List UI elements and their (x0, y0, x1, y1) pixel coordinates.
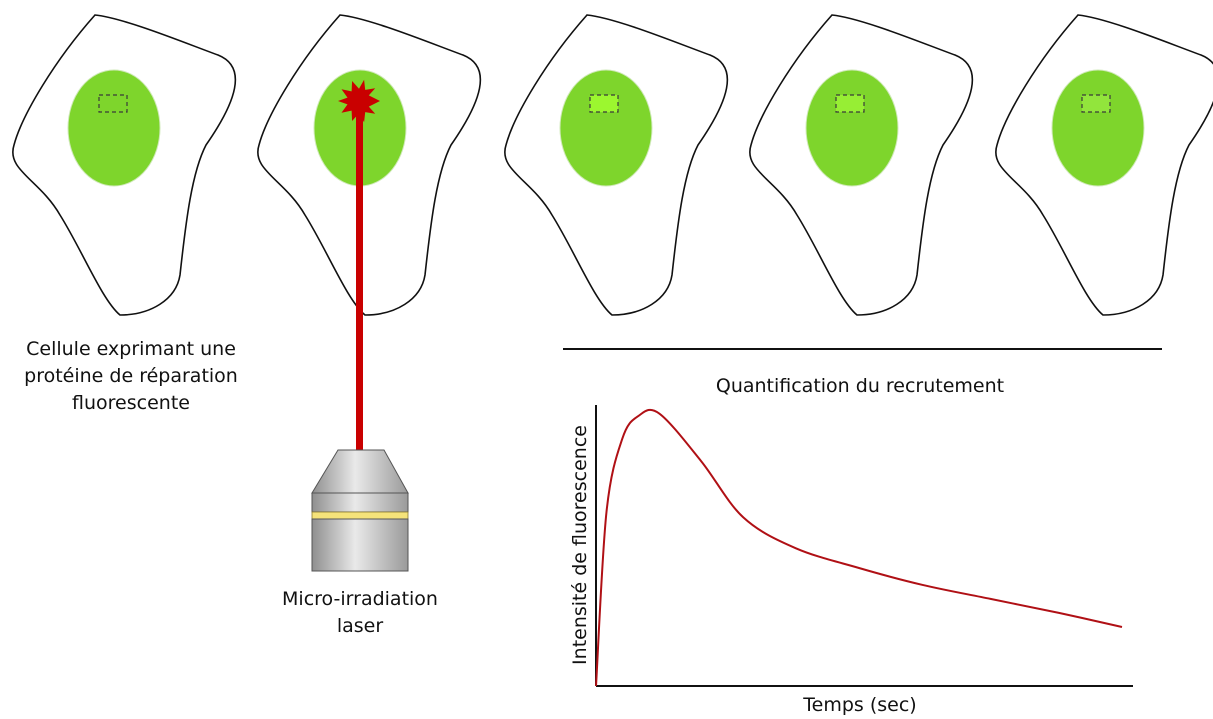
cell-caption-line-1: Cellule exprimant une (26, 338, 236, 360)
cell-3 (504, 14, 729, 316)
objective-band (311, 511, 409, 520)
laser-beam (356, 100, 363, 452)
cell-5 (995, 14, 1213, 316)
nucleus-4 (805, 69, 899, 187)
nucleus-1 (67, 69, 161, 187)
cell-caption-line-3: fluorescente (72, 392, 190, 414)
cell-caption-line-2: protéine de réparation (24, 365, 238, 387)
x-axis-label: Temps (sec) (803, 694, 917, 716)
laser-impact-burst (338, 79, 380, 123)
cell-2 (257, 14, 482, 316)
cell-1 (12, 14, 237, 316)
nucleus-5 (1051, 69, 1145, 187)
recruitment-spot-5 (1081, 94, 1111, 113)
recruitment-spot-3 (589, 94, 619, 113)
y-axis-label: Intensité de fluorescence (569, 425, 591, 665)
nucleus-3 (559, 69, 653, 187)
cell-4 (749, 14, 974, 316)
chart-title: Quantification du recrutement (715, 375, 1005, 397)
laser-caption: Micro-irradiation laser (262, 586, 458, 640)
laser-caption-line-2: laser (336, 615, 384, 637)
fluorescence-curve (595, 408, 1123, 687)
cell-caption: Cellule exprimant une protéine de répara… (0, 336, 262, 417)
microscope-objective (311, 449, 409, 572)
recruitment-spot-4 (835, 94, 865, 113)
laser-caption-line-1: Micro-irradiation (282, 588, 438, 610)
target-region-1 (98, 94, 128, 113)
